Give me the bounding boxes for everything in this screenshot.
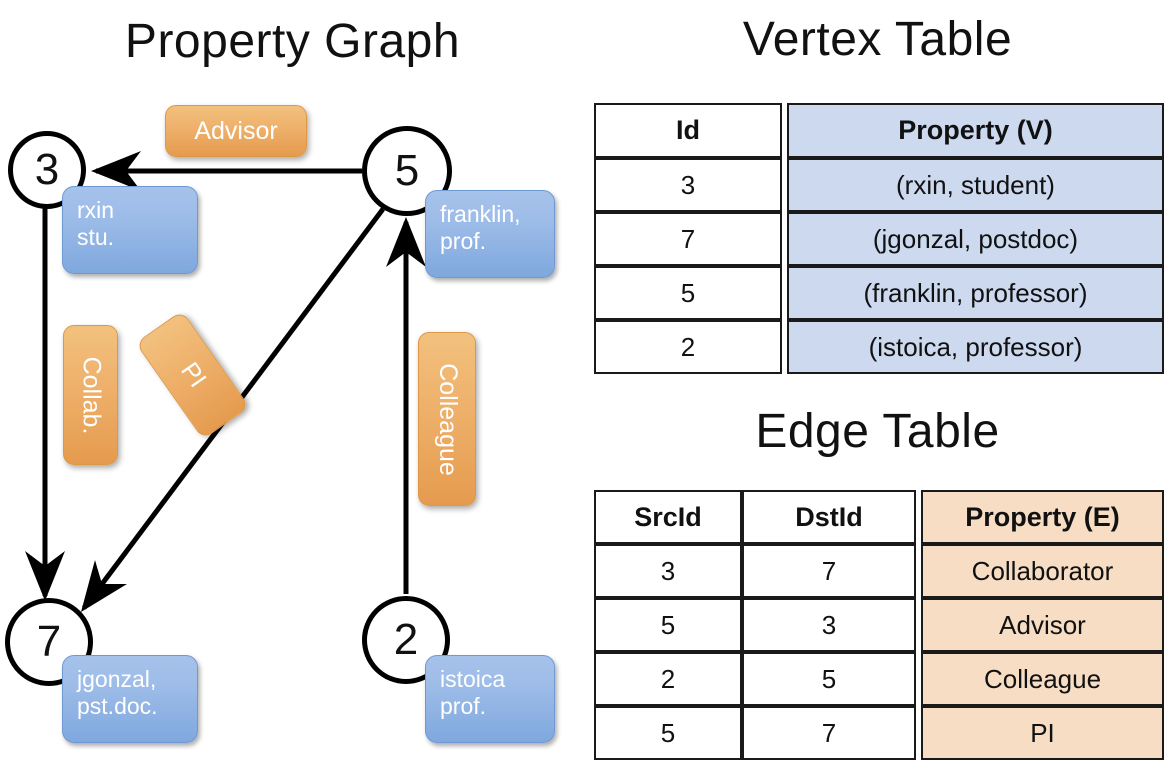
vertex-table-cell-id-0: 3 — [594, 158, 782, 212]
edge-label-collab[interactable]: Collab. — [63, 325, 118, 465]
page-title-vertex-table: Vertex Table — [742, 13, 1013, 66]
edge-label-advisor-text: Advisor — [194, 116, 278, 145]
vertex-table-cell-id-3: 2 — [594, 320, 782, 374]
vertex-table-header-id: Id — [594, 103, 782, 158]
edge-table-cell-dst-0: 7 — [742, 544, 916, 598]
vertex-property-box-7-line1: jgonzal, — [77, 666, 157, 692]
graph-node-3[interactable]: 3 — [8, 131, 86, 209]
vertex-table-cell-property-3: (istoica, professor) — [787, 320, 1164, 374]
graph-node-2-label: 2 — [393, 615, 419, 664]
vertex-property-box-3[interactable]: rxin stu. — [62, 186, 198, 274]
page-title-edge-table: Edge Table — [755, 405, 1000, 458]
edge-table-cell-src-2: 2 — [594, 652, 742, 706]
graph-node-7-label: 7 — [36, 617, 62, 666]
page-title-property-graph: Property Graph — [124, 15, 461, 68]
edge-table-cell-src-3: 5 — [594, 706, 742, 760]
edge-table-cell-property-3: PI — [921, 706, 1164, 760]
vertex-property-box-7-line2: pst.doc. — [77, 693, 158, 720]
edge-label-colleague-text: Colleague — [433, 362, 462, 476]
edge-table-cell-src-0: 3 — [594, 544, 742, 598]
edge-table-cell-property-1: Advisor — [921, 598, 1164, 652]
edge-table-cell-property-2: Colleague — [921, 652, 1164, 706]
vertex-property-box-2[interactable]: istoica prof. — [425, 655, 555, 743]
vertex-property-box-2-line1: istoica — [440, 666, 506, 692]
edge-table-header-dstid: DstId — [742, 490, 916, 544]
edge-table-cell-dst-1: 3 — [742, 598, 916, 652]
edge-table-cell-dst-2: 5 — [742, 652, 916, 706]
graph-node-3-label: 3 — [34, 145, 60, 194]
edge-label-pi-text: PI — [174, 357, 212, 393]
vertex-property-box-5[interactable]: franklin, prof. — [425, 190, 555, 278]
vertex-property-box-5-line2: prof. — [440, 228, 487, 255]
property-graph-diagram: 3 5 7 2 rxin stu. franklin, prof. jgonza… — [5, 105, 555, 743]
edge-table-header-property: Property (E) — [921, 490, 1164, 544]
graph-node-5-label: 5 — [394, 146, 420, 195]
vertex-table-cell-id-1: 7 — [594, 212, 782, 266]
vertex-table-cell-property-2: (franklin, professor) — [787, 266, 1164, 320]
edge-label-colleague[interactable]: Colleague — [418, 332, 476, 506]
edge-label-collab-text: Collab. — [77, 356, 106, 434]
vertex-property-box-7[interactable]: jgonzal, pst.doc. — [62, 655, 198, 743]
edge-table-header-srcid: SrcId — [594, 490, 742, 544]
edge-label-advisor[interactable]: Advisor — [165, 105, 307, 157]
vertex-property-box-2-line2: prof. — [440, 693, 487, 720]
vertex-table-cell-id-2: 5 — [594, 266, 782, 320]
vertex-property-box-3-line1: rxin — [77, 197, 115, 223]
vertex-table-cell-property-1: (jgonzal, postdoc) — [787, 212, 1164, 266]
vertex-property-box-3-line2: stu. — [77, 224, 115, 251]
edge-table-cell-src-1: 5 — [594, 598, 742, 652]
vertex-table-cell-property-0: (rxin, student) — [787, 158, 1164, 212]
edge-table-cell-property-0: Collaborator — [921, 544, 1164, 598]
vertex-property-box-5-line1: franklin, — [440, 201, 521, 227]
edge-table-cell-dst-3: 7 — [742, 706, 916, 760]
vertex-table-header-property: Property (V) — [787, 103, 1164, 158]
